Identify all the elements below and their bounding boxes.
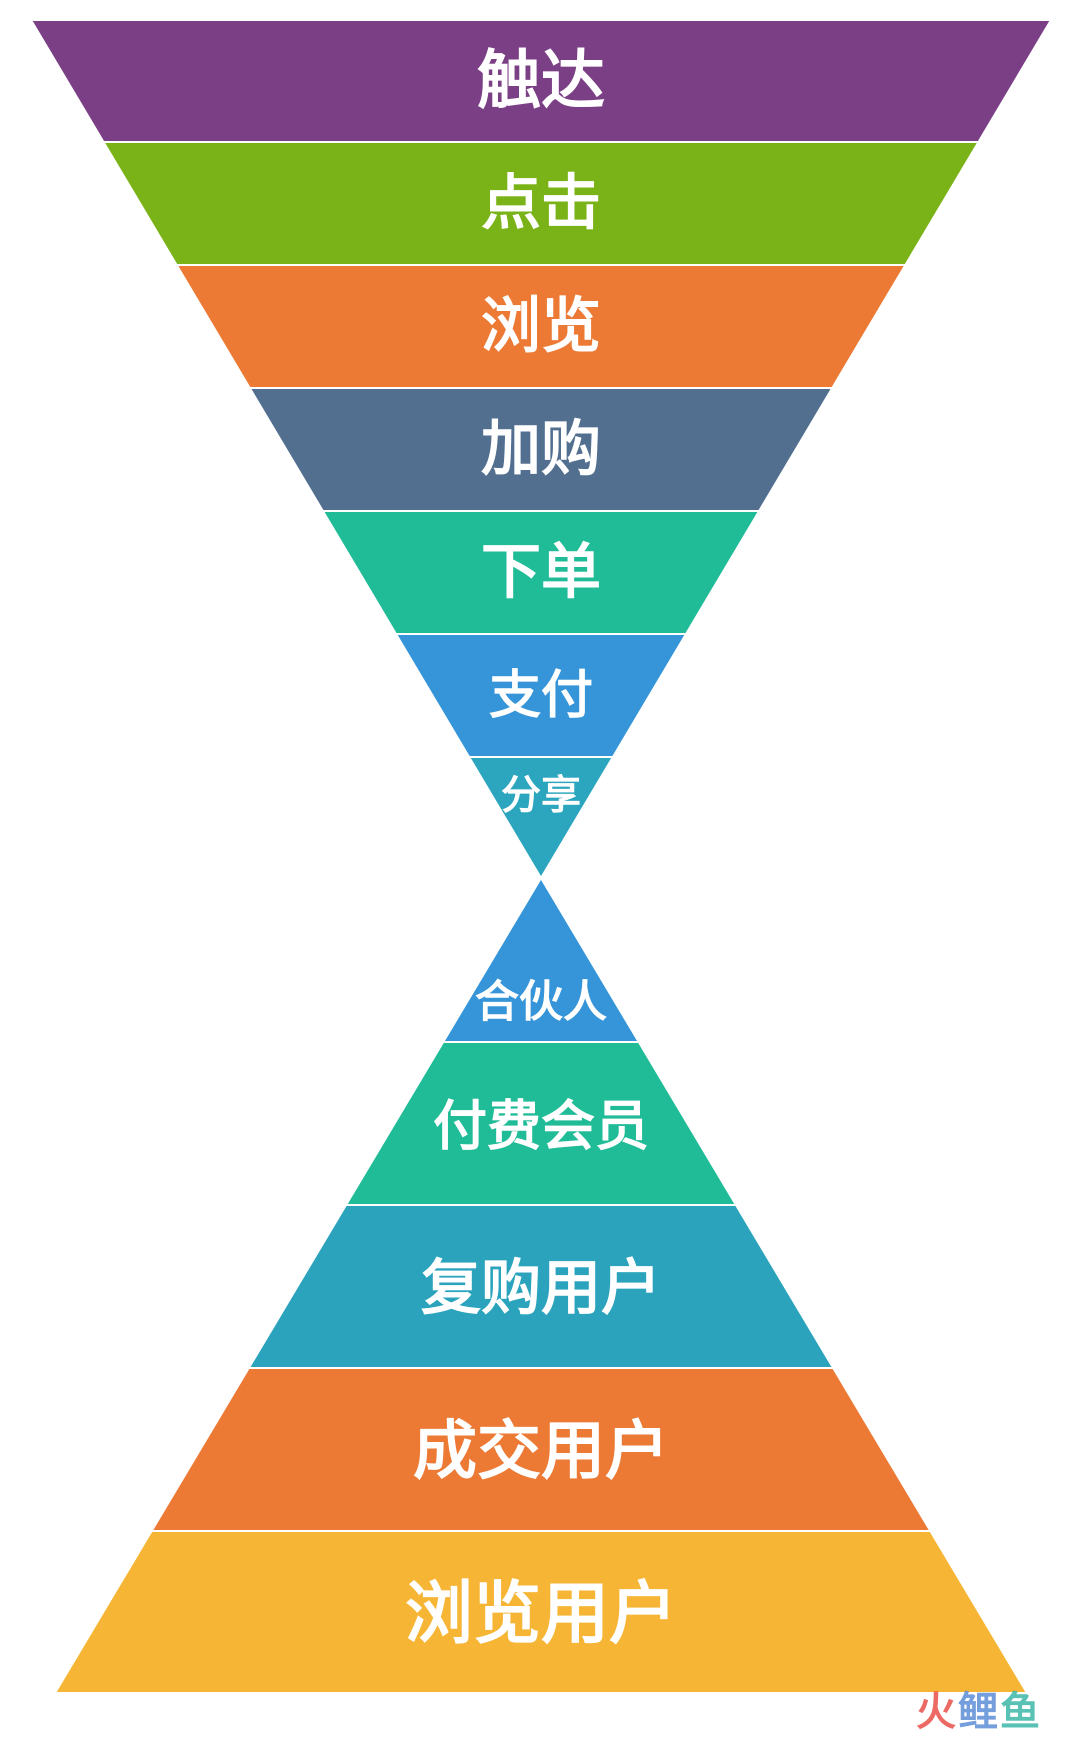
funnel-segment xyxy=(467,756,615,880)
watermark-logo: 火鲤鱼 xyxy=(916,1679,1042,1737)
funnel-segment-label: 支付 xyxy=(489,665,593,726)
watermark-part: 鱼 xyxy=(1000,1689,1042,1735)
funnel-segment-label: 浏览 xyxy=(481,292,601,362)
watermark-part: 鲤 xyxy=(958,1689,1000,1735)
pyramid-segment-label: 浏览用户 xyxy=(405,1574,677,1654)
pyramid-segment-label: 付费会员 xyxy=(433,1094,649,1158)
pyramid-segment-label: 合伙人 xyxy=(475,977,607,1028)
funnel-segment-label: 下单 xyxy=(481,538,601,608)
watermark-part: 火 xyxy=(916,1689,958,1735)
funnel-segment-label: 点击 xyxy=(481,169,601,239)
funnel-segment-label: 分享 xyxy=(501,772,581,819)
pyramid-segment-label: 复购用户 xyxy=(421,1254,661,1324)
funnel-segment-label: 触达 xyxy=(477,44,605,119)
pyramid-segment xyxy=(53,1530,1029,1694)
pyramid-segment-label: 成交用户 xyxy=(413,1414,669,1489)
funnel-segment-label: 加购 xyxy=(481,415,601,485)
